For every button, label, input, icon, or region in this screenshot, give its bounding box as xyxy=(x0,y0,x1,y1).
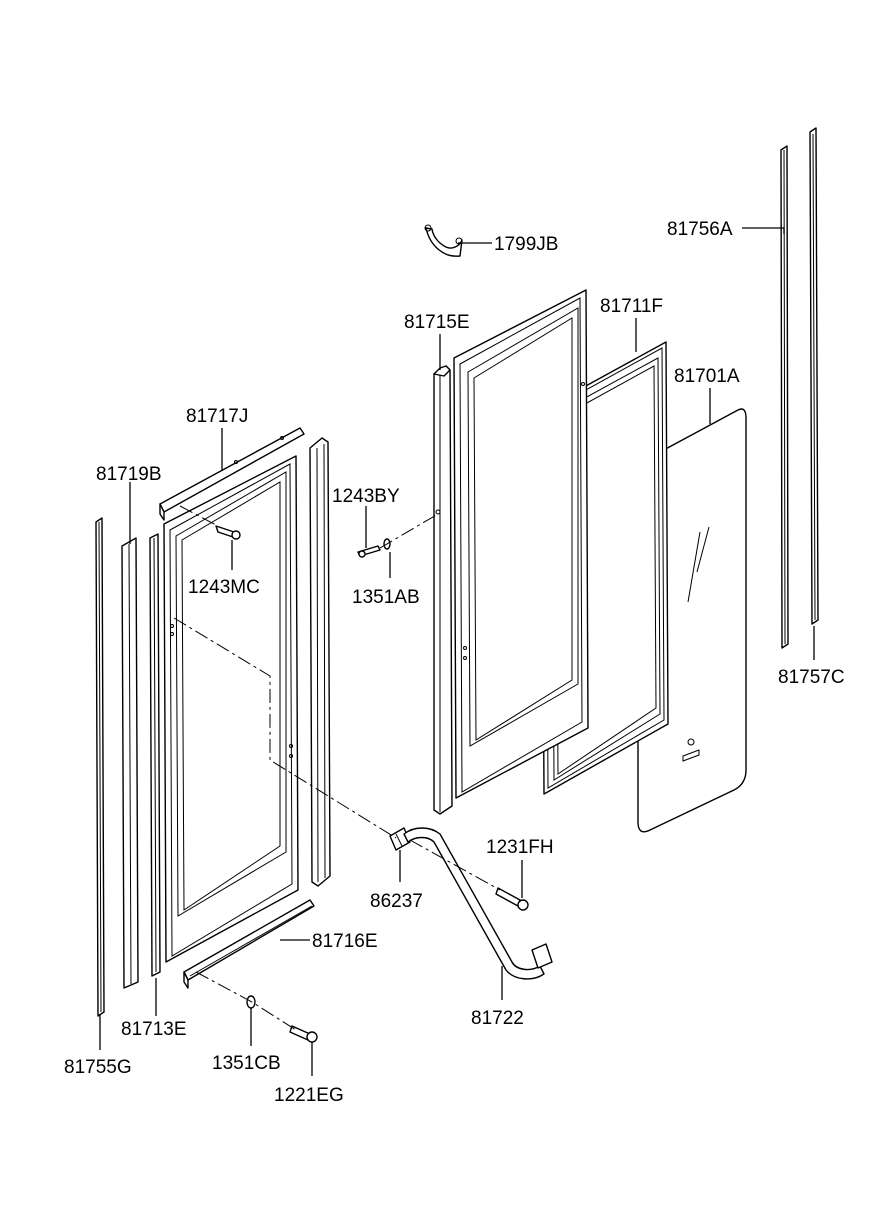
label-81756A: 81756A xyxy=(667,219,733,240)
weather-strip-81757C xyxy=(809,127,819,625)
label-1351CB: 1351CB xyxy=(212,1053,281,1074)
strip-81713E xyxy=(149,533,161,977)
strip-81755G xyxy=(95,517,105,1017)
label-1243MC: 1243MC xyxy=(188,577,260,598)
label-1243BY: 1243BY xyxy=(332,486,400,507)
weather-strip-81756A xyxy=(780,145,789,649)
label-81713E: 81713E xyxy=(121,1019,187,1040)
label-1221EG: 1221EG xyxy=(274,1085,344,1106)
channel-81715E xyxy=(433,365,453,815)
channel-right-left-door xyxy=(309,437,331,887)
assembly-line-1243BY xyxy=(379,513,439,549)
label-81711F: 81711F xyxy=(600,296,663,317)
top-rail-81717J xyxy=(159,427,305,521)
door-frame-81715E xyxy=(453,289,589,799)
assembly-line-1243MC xyxy=(179,505,219,527)
screw-1243BY xyxy=(357,545,381,558)
label-81701A: 81701A xyxy=(674,366,740,387)
label-81716E: 81716E xyxy=(312,931,378,952)
label-86237: 86237 xyxy=(370,891,423,912)
bolt-1221EG xyxy=(289,1025,318,1043)
label-81715E: 81715E xyxy=(404,312,470,333)
label-81719B: 81719B xyxy=(96,464,162,485)
label-1231FH: 1231FH xyxy=(486,837,554,858)
strip-81719B xyxy=(121,537,139,989)
label-81755G: 81755G xyxy=(64,1057,132,1078)
clip-1799JB xyxy=(424,224,463,257)
door-frame-left xyxy=(163,455,299,963)
label-81717J: 81717J xyxy=(186,406,248,427)
bolt-1231FH xyxy=(495,887,529,911)
assembly-line-bottom xyxy=(195,971,297,1031)
leader-lines xyxy=(99,227,815,1076)
assembly-line-bracket xyxy=(409,839,501,891)
bottom-rail-81716E xyxy=(183,899,315,989)
label-81757C: 81757C xyxy=(778,667,845,688)
assembly-line-left-door xyxy=(173,617,397,839)
screw-1243MC xyxy=(215,525,241,540)
label-1351AB: 1351AB xyxy=(352,587,420,608)
label-1799JB: 1799JB xyxy=(494,234,558,255)
label-81722: 81722 xyxy=(471,1008,524,1029)
arm-81722 xyxy=(403,827,553,980)
